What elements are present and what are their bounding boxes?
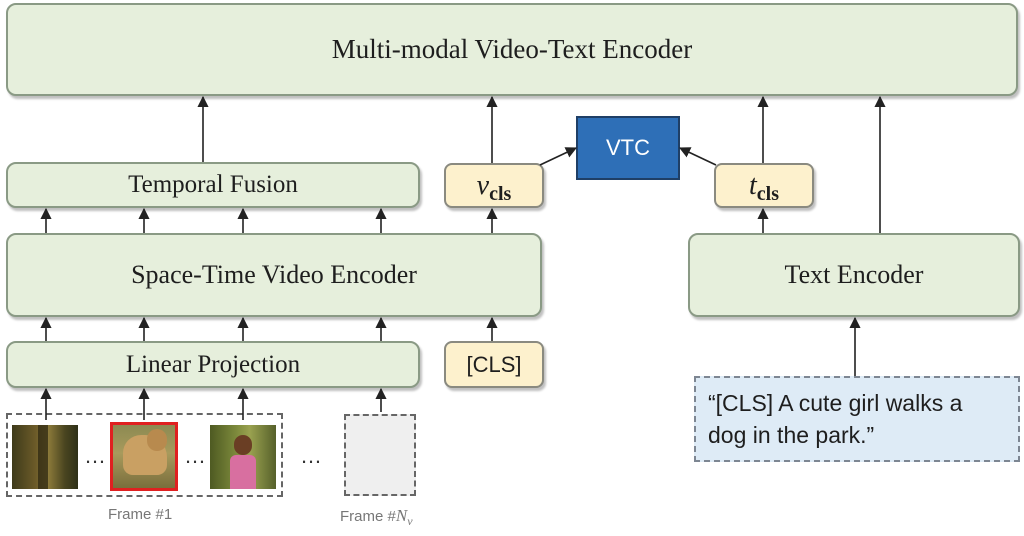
linear-projection-label: Linear Projection bbox=[125, 350, 301, 378]
v-cls-symbol: vcls bbox=[476, 169, 512, 205]
temporal-fusion-box: Temporal Fusion bbox=[6, 162, 420, 208]
frame-nv-sub: v bbox=[407, 514, 413, 528]
t-cls-symbol: tcls bbox=[749, 169, 779, 205]
linear-projection-box: Linear Projection bbox=[6, 341, 420, 388]
text-input-box: “[CLS] A cute girl walks a dog in the pa… bbox=[694, 376, 1020, 462]
text-cls-token: tcls bbox=[714, 163, 814, 208]
v-cls-base: v bbox=[476, 169, 490, 201]
cls-token-input: [CLS] bbox=[444, 341, 544, 388]
frames-ellipsis-3: … bbox=[300, 443, 322, 468]
video-cls-token: vcls bbox=[444, 163, 544, 208]
text-input-line-1: “[CLS] A cute girl walks a bbox=[708, 390, 963, 416]
arrow-tcls-to-vtc bbox=[678, 147, 717, 166]
dog-head-shape bbox=[147, 429, 167, 451]
arrow-vcls-to-vtc bbox=[539, 147, 578, 166]
vtc-label: VTC bbox=[606, 135, 650, 160]
multimodal-video-text-encoder: Multi-modal Video-Text Encoder bbox=[6, 3, 1018, 96]
frames-ellipsis-1: … bbox=[84, 443, 106, 468]
frame-nv-prefix: Frame # bbox=[340, 508, 396, 525]
girl-frame-thumbnail bbox=[210, 425, 276, 489]
t-cls-subscript: cls bbox=[756, 182, 779, 205]
space-time-video-encoder: Space-Time Video Encoder bbox=[6, 233, 542, 317]
frames-ellipsis-2: … bbox=[184, 443, 206, 468]
empty-frame-placeholder bbox=[344, 414, 416, 496]
text-encoder-box: Text Encoder bbox=[688, 233, 1020, 317]
dog-frame-thumbnail bbox=[110, 422, 178, 491]
frame-nv-var: N bbox=[395, 506, 408, 525]
vtc-box: VTC bbox=[576, 116, 680, 180]
v-cls-subscript: cls bbox=[489, 182, 512, 205]
tree-trunk-shape bbox=[38, 425, 48, 489]
frame-1-caption: Frame #1 bbox=[108, 506, 173, 523]
cls-token-label: [CLS] bbox=[466, 351, 522, 377]
forest-frame-thumbnail bbox=[12, 425, 78, 489]
frame-nv-caption: Frame #Nv bbox=[340, 506, 413, 529]
girl-body-shape bbox=[230, 455, 256, 489]
text-encoder-label: Text Encoder bbox=[784, 260, 924, 289]
video-encoder-label: Space-Time Video Encoder bbox=[131, 260, 417, 289]
text-input-line-2: dog in the park.” bbox=[708, 422, 875, 448]
multimodal-encoder-label: Multi-modal Video-Text Encoder bbox=[331, 34, 693, 64]
t-cls-base: t bbox=[749, 169, 757, 201]
temporal-fusion-label: Temporal Fusion bbox=[128, 171, 298, 198]
girl-head-shape bbox=[234, 435, 252, 455]
